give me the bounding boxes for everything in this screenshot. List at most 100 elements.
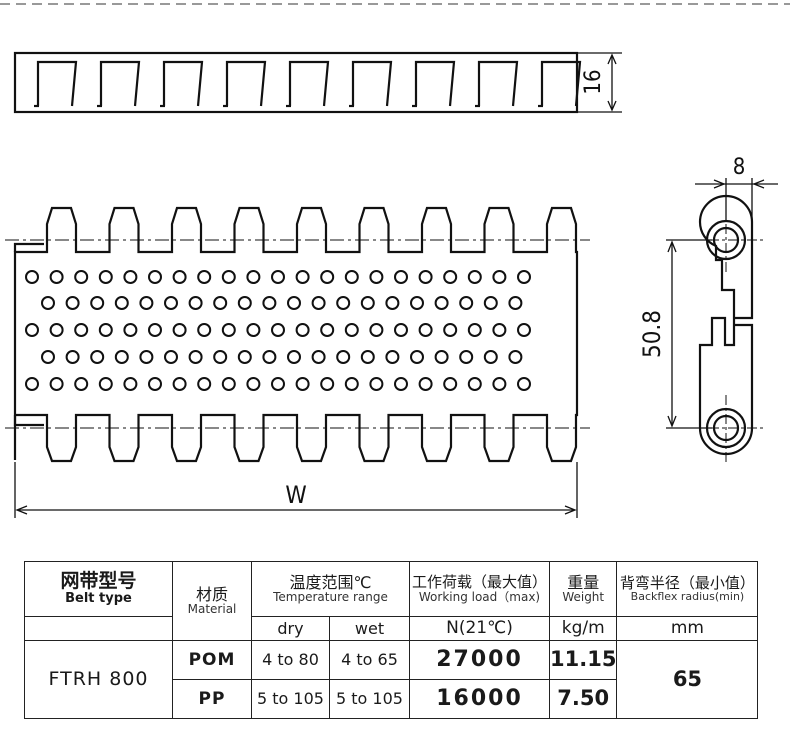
hole [410, 350, 424, 364]
weight-cell: 7.50 [548, 679, 618, 719]
side-module [162, 60, 204, 107]
hole [148, 323, 162, 337]
hole [443, 377, 458, 391]
hole-pattern [25, 270, 531, 391]
load-cell: 16000 [409, 679, 550, 719]
belt-type-blank [24, 616, 173, 641]
hole [492, 377, 507, 391]
hole [320, 270, 335, 284]
hole [394, 377, 408, 391]
weight-cn: 重量 [567, 572, 600, 592]
edge-step [13, 242, 44, 252]
hole [434, 296, 449, 310]
hole [246, 377, 261, 391]
table-row: PP 5 to 105 5 to 105 16000 7.50 [25, 679, 758, 719]
hole [360, 350, 375, 364]
dry-header: dry [251, 616, 330, 641]
hole [336, 350, 351, 364]
wet-header: wet [329, 616, 410, 641]
dry-cell: 5 to 105 [251, 679, 330, 719]
hole [360, 296, 375, 310]
hole [287, 296, 301, 310]
height-dimension-label: 50.8 [638, 310, 666, 358]
hole [213, 296, 228, 310]
temperature-header: 温度范围℃ Temperature range [251, 561, 410, 617]
hole [344, 323, 359, 337]
hole [467, 270, 482, 284]
hole [394, 270, 408, 284]
material-cn: 材质 [195, 584, 228, 604]
backflex-cn: 背弯半径（最小值） [619, 573, 755, 592]
hole [246, 323, 261, 337]
hole [483, 296, 498, 310]
material-header: 材质 Material [172, 561, 252, 641]
material-cell: PP [172, 679, 252, 719]
hole [197, 270, 212, 284]
hole [467, 377, 482, 391]
hole [467, 323, 482, 337]
hole [517, 270, 531, 284]
hole [123, 323, 138, 337]
weight-header: 重量 Weight [548, 561, 618, 617]
hole [344, 377, 359, 391]
hole [114, 350, 129, 364]
load-cell: 27000 [409, 640, 550, 680]
side-module [414, 60, 456, 107]
backflex-cell: 65 [616, 640, 759, 719]
weight-unit: kg/m [548, 616, 618, 641]
unit-row: dry wet N(21℃) kg/m mm [24, 616, 759, 641]
hole [188, 350, 203, 364]
hole [25, 323, 39, 337]
specification-table: 网带型号 Belt type 材质 Material 温度范围℃ Tempera… [24, 561, 759, 719]
hole [172, 270, 187, 284]
hole [418, 323, 433, 337]
temperature-cn: 温度范围℃ [289, 572, 372, 592]
hole [517, 377, 531, 391]
hole [287, 350, 301, 364]
material-cell: POM [172, 640, 252, 680]
hole [197, 377, 212, 391]
hole [369, 377, 384, 391]
side-module [477, 60, 519, 107]
centerlines [5, 239, 590, 429]
hole [492, 270, 507, 284]
material-en: Material [187, 602, 237, 617]
hole [336, 296, 351, 310]
hole [271, 323, 285, 337]
hole [98, 377, 113, 391]
width-dimension-label: W [285, 481, 306, 509]
hole [90, 296, 105, 310]
hole [221, 377, 236, 391]
hole [237, 296, 252, 310]
hole [41, 296, 55, 310]
hole [90, 350, 105, 364]
hole [295, 270, 310, 284]
hole [25, 270, 39, 284]
hole [459, 350, 474, 364]
belt-technical-drawing: 16 W 8 [0, 3, 790, 518]
belt-side-view [13, 51, 582, 114]
hole [418, 270, 433, 284]
hole [25, 377, 39, 391]
dry-cell: 4 to 80 [251, 640, 330, 680]
belt-top-view [5, 206, 590, 463]
hole [74, 270, 89, 284]
wet-cell: 5 to 105 [329, 679, 410, 719]
hole [123, 377, 138, 391]
load-unit: N(21℃) [409, 616, 550, 641]
hole [197, 323, 212, 337]
hole [508, 296, 523, 310]
backflex-header: 背弯半径（最小值） Backflex radius(min) [616, 561, 759, 617]
hole [271, 377, 285, 391]
side-module [225, 60, 267, 107]
hole [410, 296, 424, 310]
hole [41, 350, 55, 364]
header-row: 网带型号 Belt type 材质 Material 温度范围℃ Tempera… [24, 561, 759, 641]
wet-cell: 4 to 65 [329, 640, 410, 680]
thickness-dimension [577, 52, 622, 113]
hole [148, 377, 162, 391]
belt-type-en: Belt type [65, 591, 132, 607]
backflex-unit: mm [616, 616, 759, 641]
side-module [288, 60, 330, 107]
hole [246, 270, 261, 284]
